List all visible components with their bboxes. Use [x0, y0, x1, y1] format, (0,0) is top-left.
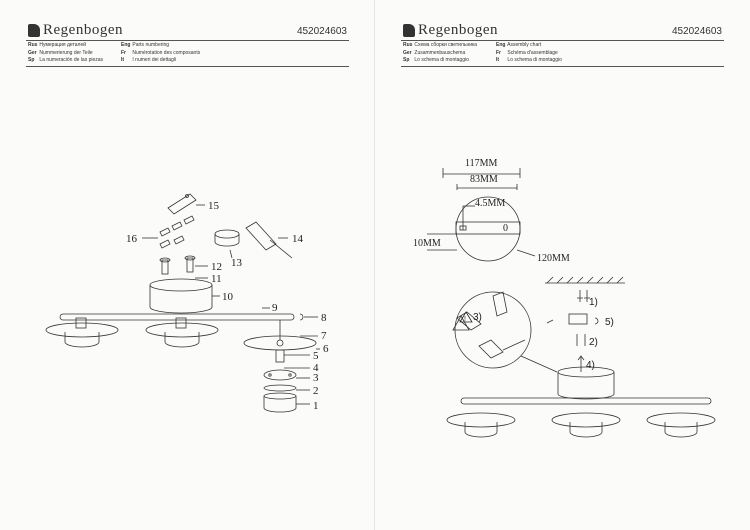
callout-3: 3 [313, 372, 319, 384]
header-eng: Eng Parts numbering [121, 42, 170, 48]
header-rus: Rus Схема сборки светильника [403, 42, 478, 48]
glass-diffuser-part [263, 384, 310, 392]
step-2: 2) [589, 337, 598, 348]
screws-icon [142, 215, 195, 249]
brand-logo: Regenbogen [28, 22, 123, 39]
callout-1: 1 [313, 400, 319, 412]
header-sp: Sp La numeración de las piezas [28, 57, 104, 63]
header-rule-top [401, 40, 724, 41]
svg-text:!: ! [464, 316, 466, 323]
header-fr: Fr Numérotation des composants [121, 49, 201, 56]
language-headers-col1: Rus Нумерация деталей Ger Nummerierung d… [28, 42, 103, 65]
terminal-block-icon [245, 221, 293, 259]
header-ger: Ger Zusammenbauschema [403, 49, 466, 56]
header-eng: Eng Assembly chart [496, 42, 542, 48]
callout-15: 15 [208, 200, 220, 212]
ceiling-hatch [545, 276, 625, 284]
brand-name: Regenbogen [418, 22, 498, 38]
arm-bar-part [59, 307, 318, 321]
logo-mark-icon [28, 24, 40, 37]
callout-11: 11 [211, 273, 222, 285]
callout-8: 8 [321, 312, 327, 324]
lamp-shade-exploded [243, 320, 320, 351]
language-headers-col2: Eng Assembly chart Fr Schéma d'assemblag… [496, 42, 562, 65]
brand-name: Regenbogen [43, 22, 123, 38]
header-rule-bottom [401, 66, 724, 67]
callout-13: 13 [231, 257, 243, 269]
page-assembly-chart: Regenbogen 452024603 Rus Схема сборки св… [375, 0, 750, 530]
step-1: 1) [589, 297, 598, 308]
page-parts-numbering: Regenbogen 452024603 Rus Нумерация детал… [26, 22, 349, 413]
header-sp: Sp Lo schema di montaggio [403, 57, 469, 63]
assembly-diagram: ! 117MM 83MM 4.5MM 10MM 120MM 0 1) 2) 3)… [413, 158, 716, 438]
assembled-fixture [446, 366, 716, 438]
article-number: 452024603 [296, 26, 347, 37]
article-number: 452024603 [671, 26, 722, 37]
step-4: 4) [586, 360, 595, 371]
callout-2: 2 [313, 385, 319, 397]
mounting-ring-part [263, 369, 310, 381]
warning-icon: ! [459, 311, 473, 323]
step-5: 5) [605, 317, 614, 328]
callout-4: 4 [313, 362, 319, 374]
step-3: 3) [473, 312, 482, 323]
callout-9: 9 [272, 302, 278, 314]
dim-zero: 0 [503, 223, 508, 234]
dim-117mm: 117MM [465, 158, 498, 169]
threaded-rods-icon [159, 255, 208, 279]
mounting-steps [546, 290, 599, 372]
header-fr: Fr Schéma d'assemblage [496, 49, 558, 56]
header-rule-bottom [26, 66, 349, 67]
callout-5: 5 [313, 350, 319, 362]
callout-16: 16 [126, 233, 138, 245]
header-it: It I numeri dei dettagli [121, 57, 177, 63]
lamp-shade-middle [145, 317, 219, 348]
header-ger: Ger Nummerierung der Teile [28, 49, 93, 56]
mounting-bracket-icon [167, 193, 205, 215]
callout-14: 14 [292, 233, 304, 245]
callout-10: 10 [222, 291, 234, 303]
callout-6: 6 [323, 343, 329, 355]
canopy-dimension-drawing [427, 168, 536, 262]
header-it: It Lo schema di montaggio [496, 57, 562, 63]
page-fold [374, 0, 375, 530]
ceiling-cup-part [214, 229, 240, 259]
logo-mark-icon [403, 24, 415, 37]
canopy-part [149, 278, 220, 314]
header-rus: Rus Нумерация деталей [28, 42, 87, 48]
wiring-detail-magnifier [452, 291, 558, 373]
dim-4-5mm: 4.5MM [475, 198, 505, 209]
lamp-shade-left [45, 317, 119, 348]
dim-10mm: 10MM [413, 238, 441, 249]
callout-12: 12 [211, 261, 222, 273]
dim-120mm: 120MM [537, 253, 570, 264]
language-headers-col2: Eng Parts numbering Fr Numérotation des … [121, 42, 200, 65]
brand-logo: Regenbogen [403, 22, 498, 39]
exploded-parts-diagram: 1 2 3 4 5 6 7 8 9 10 11 12 13 14 15 16 [45, 193, 329, 413]
lamp-cover-part [263, 392, 310, 413]
dim-83mm: 83MM [470, 174, 498, 185]
lamp-socket-part [275, 349, 310, 369]
header-rule-top [26, 40, 349, 41]
language-headers-col1: Rus Схема сборки светильника Ger Zusamme… [403, 42, 477, 65]
callout-7: 7 [321, 330, 327, 342]
